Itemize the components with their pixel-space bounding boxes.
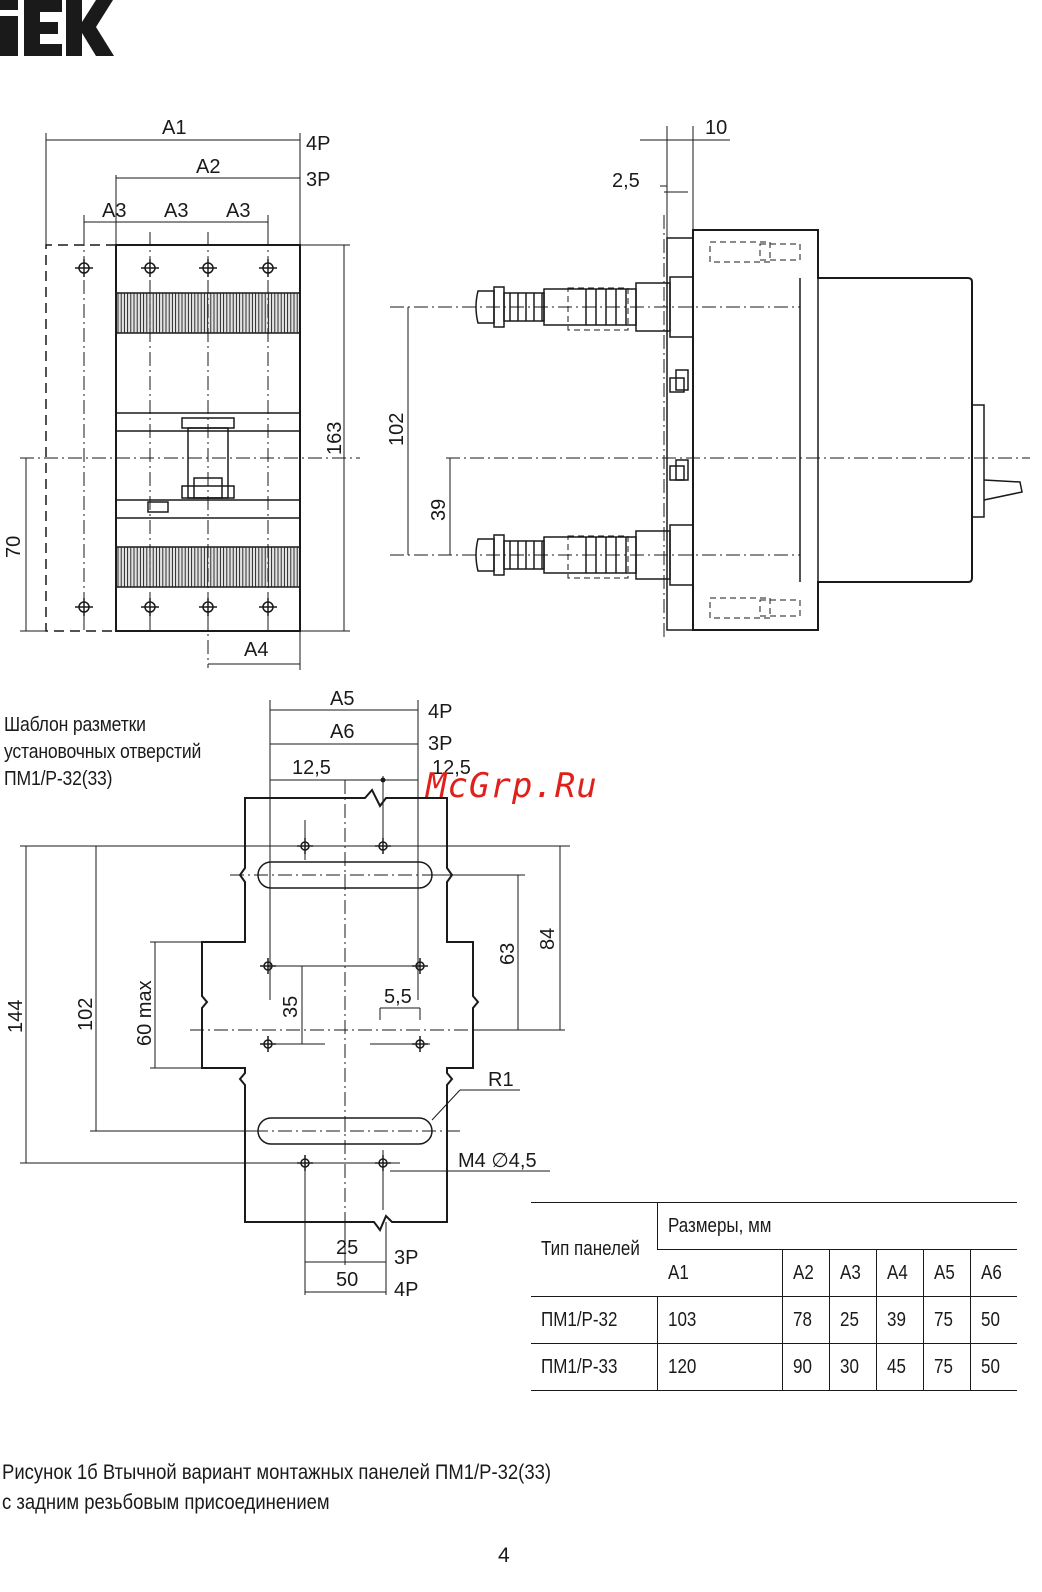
column-header: A6: [970, 1249, 1017, 1297]
dim-a3-1: A3: [102, 200, 126, 222]
dim-a5: A5: [330, 688, 354, 710]
dim-4p: 4P: [306, 133, 330, 155]
template-label-line-3: ПМ1/Р-32(33): [4, 768, 113, 790]
dim-25: 25: [336, 1237, 358, 1259]
table-cell: 103: [657, 1296, 783, 1344]
mounting-hole: [75, 598, 93, 616]
table-cell: 75: [923, 1343, 971, 1391]
dim-2-5: 2,5: [612, 170, 640, 192]
dim-70: 70: [3, 536, 25, 558]
dim-a1: A1: [162, 117, 186, 139]
dim-50: 50: [336, 1269, 358, 1291]
watermark: McGrp.Ru: [426, 766, 598, 806]
mounting-hole: [199, 259, 217, 277]
dim-m4: M4 ∅4,5: [458, 1150, 537, 1172]
caption-line-1: Рисунок 1б Втычной вариант монтажных пан…: [2, 1461, 552, 1484]
dim-39: 39: [428, 499, 450, 521]
table-cell: 90: [781, 1343, 830, 1391]
table-cell: 75: [923, 1296, 971, 1344]
mounting-hole: [141, 259, 159, 277]
dim-12-5-right: 12,5: [432, 757, 471, 779]
side-view: 10 2,5 102 39: [386, 117, 1030, 640]
table-cell: 30: [828, 1343, 877, 1391]
front-view: A1 4P A2 3P A3 A3 A3 A4 163 70: [3, 117, 360, 670]
mounting-hole: [259, 598, 277, 616]
mounting-hole: [141, 598, 159, 616]
header-panel-type: Тип панелей: [531, 1202, 658, 1297]
table-cell: 45: [875, 1343, 924, 1391]
table-cell-type: ПМ1/Р-32: [531, 1296, 658, 1344]
dim-r1: R1: [488, 1069, 514, 1091]
dim-10: 10: [705, 117, 727, 139]
mounting-hole: [259, 259, 277, 277]
table-header-row: Тип панелей Размеры, мм: [531, 1202, 1017, 1297]
table-cell-type: ПМ1/Р-33: [531, 1343, 658, 1391]
dim-84: 84: [537, 928, 559, 950]
column-header: A4: [875, 1249, 924, 1297]
mounting-hole: [75, 259, 93, 277]
page-number: 4: [498, 1544, 510, 1567]
template-view: A5 4P A6 3P 12,5 12,5 144 102 60 max 35 …: [5, 688, 570, 1301]
caption-line-2: с задним резьбовым присоединением: [2, 1491, 330, 1514]
table-row: ПМ1/Р-33 120 90 30 45 75 50: [531, 1343, 1017, 1391]
dim-a6: A6: [330, 721, 354, 743]
table-column-row: A1 A2 A3 A4 A5 A6: [531, 1249, 1017, 1297]
column-header: A2: [781, 1249, 830, 1297]
table-cell: 39: [875, 1296, 924, 1344]
dim-3p-tpl: 3P: [428, 733, 452, 755]
dim-4p-tpl: 4P: [428, 701, 452, 723]
template-label: Шаблон разметки установочных отверстий П…: [4, 712, 206, 793]
table-cell: 50: [970, 1296, 1017, 1344]
dim-a4: A4: [244, 639, 268, 661]
figure-caption: Рисунок 1б Втычной вариант монтажных пан…: [2, 1458, 551, 1518]
table-cell: 78: [781, 1296, 830, 1344]
table-row: ПМ1/Р-32 103 78 25 39 75 50: [531, 1296, 1017, 1344]
table-cell: 25: [828, 1296, 877, 1344]
dim-4p-bottom: 4P: [394, 1279, 418, 1301]
column-header: A1: [657, 1249, 783, 1297]
dim-5-5: 5,5: [384, 986, 412, 1008]
dim-60-max: 60 max: [134, 980, 156, 1046]
dim-12-5-left: 12,5: [292, 757, 331, 779]
table-cell: 120: [657, 1343, 783, 1391]
dim-102-tpl: 102: [75, 998, 97, 1031]
dim-3p-bottom: 3P: [394, 1247, 418, 1269]
table-cell: 50: [970, 1343, 1017, 1391]
header-dimensions: Размеры, мм: [657, 1202, 1017, 1250]
dim-3p: 3P: [306, 169, 330, 191]
dim-163: 163: [324, 422, 346, 455]
template-label-line-1: Шаблон разметки: [4, 714, 146, 736]
iek-logo: [0, 0, 114, 56]
column-header: A3: [828, 1249, 877, 1297]
dimensions-table: Тип панелей Размеры, мм A1 A2 A3 A4 A5 A…: [531, 1202, 1017, 1391]
dim-a3-3: A3: [226, 200, 250, 222]
template-label-line-2: установочных отверстий: [4, 741, 202, 763]
dim-144: 144: [5, 1000, 27, 1033]
mounting-hole: [199, 598, 217, 616]
dim-63: 63: [497, 943, 519, 965]
dim-102-side: 102: [386, 413, 408, 446]
dim-a3-2: A3: [164, 200, 188, 222]
dim-a2: A2: [196, 156, 220, 178]
column-header: A5: [923, 1249, 971, 1297]
dim-35: 35: [280, 996, 302, 1018]
